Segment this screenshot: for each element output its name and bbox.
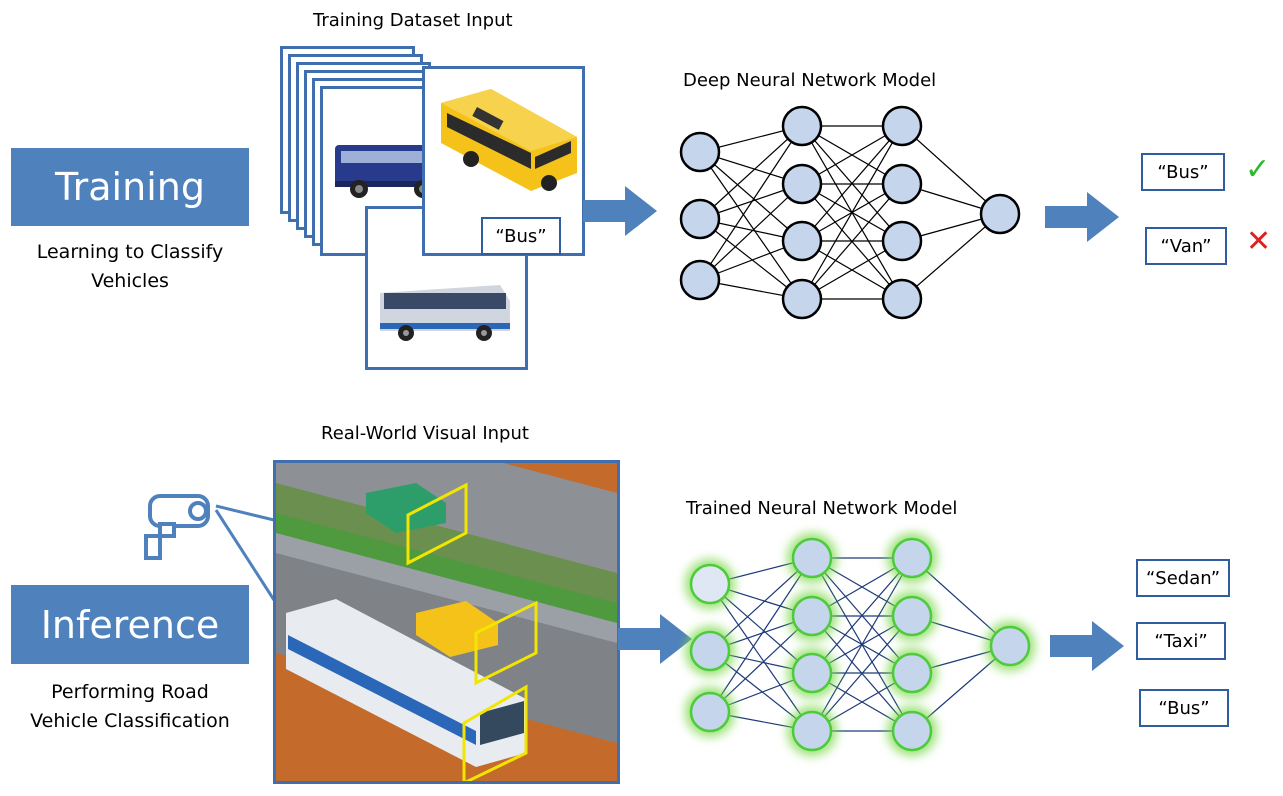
- street-scene-frame: [273, 460, 620, 784]
- inference-network-node-1-1: [791, 595, 833, 637]
- training-network-node-0-1: [679, 198, 721, 240]
- training-network-edge-0-1-3: [699, 218, 803, 300]
- street-scene-image: [276, 463, 617, 781]
- dataset-card-label: “Bus”: [481, 217, 561, 255]
- inference-network-node-2-0: [891, 537, 933, 579]
- training-network-node-2-3: [881, 278, 923, 320]
- inference-network-edge-0-0-3: [709, 583, 813, 732]
- camera-view-lines: [214, 504, 276, 601]
- training-network-edge-0-0-2: [699, 151, 803, 242]
- training-caption-line2: Vehicles: [91, 270, 169, 292]
- inference-output-arrow: [1050, 621, 1124, 671]
- training-caption-line1: Learning to Classify: [36, 241, 224, 263]
- training-model-title: Deep Neural Network Model: [683, 70, 937, 91]
- inference-network-node-1-0: [791, 537, 833, 579]
- training-network: [679, 105, 1021, 320]
- inference-caption-line2: Vehicle Classification: [30, 710, 230, 732]
- training-output-van: “Van”: [1145, 227, 1227, 265]
- cross-icon: ✕: [1246, 224, 1272, 259]
- training-network-node-1-2: [781, 220, 823, 262]
- training-stage-box: Training: [11, 148, 249, 226]
- training-network-edge-0-1-0: [699, 125, 803, 220]
- blue-bus-image: [335, 145, 443, 198]
- training-network-edge-0-0-3: [699, 151, 803, 300]
- inference-network-node-0-0: [689, 563, 731, 605]
- inference-network-edge-1-2-0: [811, 557, 913, 674]
- training-network-node-1-0: [781, 105, 823, 147]
- training-network-node-2-0: [881, 105, 923, 147]
- inference-input-title: Real-World Visual Input: [321, 423, 529, 444]
- training-network-node-0-2: [679, 259, 721, 301]
- inference-network-node-1-2: [791, 652, 833, 694]
- training-network-node-1-1: [781, 163, 823, 205]
- inference-stage-box: Inference: [11, 585, 249, 664]
- training-output-arrow: [1045, 192, 1119, 242]
- training-network-edge-1-3-1: [801, 183, 903, 300]
- inference-network-node-2-3: [891, 710, 933, 752]
- inference-network-edge-0-2-0: [709, 557, 813, 713]
- inference-network-edge-1-3-0: [811, 557, 913, 732]
- training-network-edge-2-3-0: [901, 213, 1001, 300]
- training-network-node-2-2: [881, 220, 923, 262]
- security-camera-icon: [144, 494, 210, 560]
- training-network-edge-1-2-0: [801, 125, 903, 242]
- training-network-node-1-3: [781, 278, 823, 320]
- check-icon: ✓: [1245, 152, 1271, 187]
- inference-output-bus: “Bus”: [1139, 689, 1229, 727]
- inference-network-node-3-0: [989, 625, 1031, 667]
- city-bus-image: [380, 285, 510, 341]
- inference-input-arrow: [618, 614, 692, 664]
- training-network-node-0-0: [679, 131, 721, 173]
- inference-model-title: Trained Neural Network Model: [686, 498, 958, 519]
- inference-caption: Performing Road Vehicle Classification: [11, 678, 249, 736]
- inference-output-taxi: “Taxi”: [1136, 622, 1226, 660]
- inference-network-node-0-1: [689, 630, 731, 672]
- training-output-bus: “Bus”: [1141, 153, 1225, 191]
- inference-network-node-2-2: [891, 652, 933, 694]
- training-stage-label: Training: [55, 165, 205, 209]
- training-network-edge-0-2-1: [699, 183, 803, 281]
- training-network-node-2-1: [881, 163, 923, 205]
- yellow-bus-image: [441, 89, 577, 191]
- training-network-edge-0-2-0: [699, 125, 803, 281]
- inference-network-edge-1-3-1: [811, 615, 913, 732]
- inference-network-node-2-1: [891, 595, 933, 637]
- training-dataset-title: Training Dataset Input: [313, 10, 513, 31]
- training-network-edge-1-3-0: [801, 125, 903, 300]
- training-network-edge-2-0-0: [901, 125, 1001, 215]
- inference-output-sedan: “Sedan”: [1136, 559, 1230, 597]
- inference-network-node-0-2: [689, 691, 731, 733]
- inference-caption-line1: Performing Road: [51, 681, 209, 703]
- inference-network: [685, 533, 1035, 756]
- training-network-node-3-0: [979, 193, 1021, 235]
- training-input-arrow: [583, 186, 657, 236]
- inference-stage-label: Inference: [40, 602, 220, 647]
- training-caption: Learning to Classify Vehicles: [11, 238, 249, 296]
- inference-network-node-1-3: [791, 710, 833, 752]
